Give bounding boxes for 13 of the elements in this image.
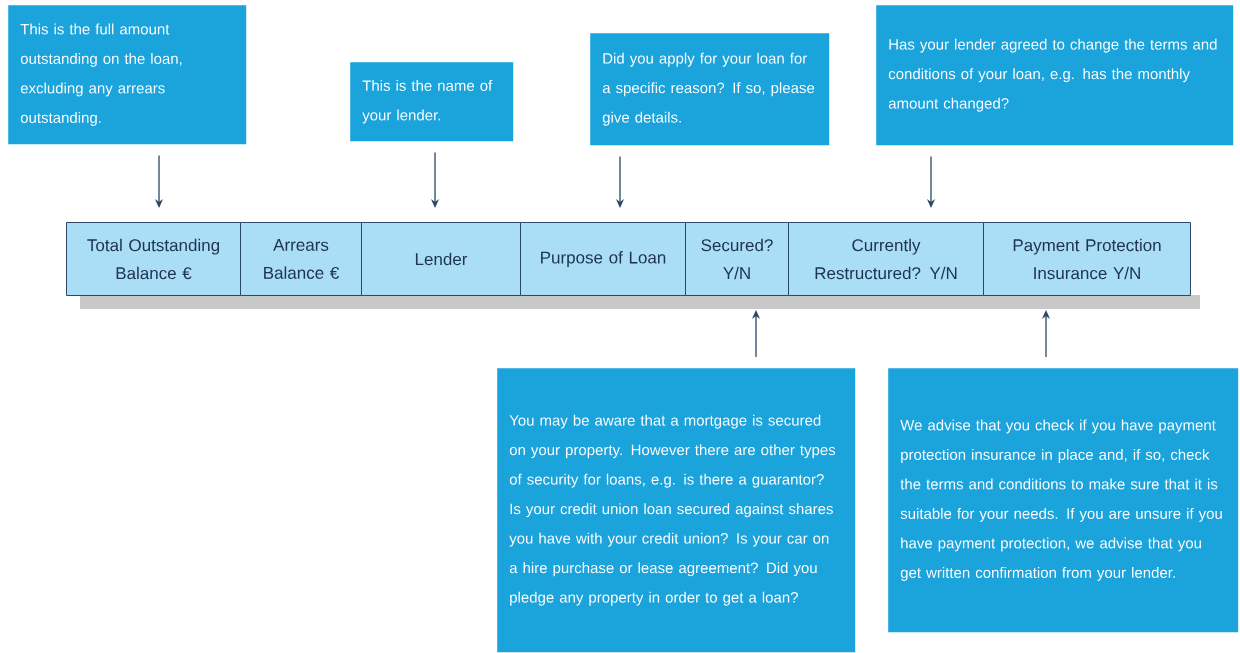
table-cell: Lender — [361, 222, 521, 296]
table-cell: Arrears Balance € — [240, 222, 362, 296]
table-cell: Purpose of Loan — [520, 222, 686, 296]
table-cell: Payment Protection Insurance Y/N — [983, 222, 1191, 296]
callout-box: Did you apply for your loan for a specific reason? If so, please give details. — [590, 33, 830, 146]
callout-box: You may be aware that a mortgage is secured on your property. However there are other types of security for loans, e.g. is there a guarantor? Is your credit union loan secured against shares you have with your credit union? Is your car on a hire purchase or lease agreement? Did you pledge any property in order to get a loan? — [497, 368, 856, 653]
callout-box: This is the name of your lender. — [350, 62, 514, 142]
callout-box: This is the full amount outstanding on the loan, excluding any arrears outstanding. — [8, 5, 247, 145]
callout-box: Has your lender agreed to change the terms and conditions of your loan, e.g. has the monthly amount changed? — [876, 5, 1234, 146]
table-cell: Total Outstanding Balance € — [66, 222, 241, 296]
callout-box: We advise that you check if you have payment protection insurance in place and, if so, check the terms and conditions to make sure that it is suitable for your needs. If you are unsure if you have payment protection, we advise that you get written confirmation from your lender. — [888, 368, 1239, 633]
table-cell: Secured? Y/N — [685, 222, 789, 296]
table-cell: Currently Restructured? Y/N — [788, 222, 984, 296]
